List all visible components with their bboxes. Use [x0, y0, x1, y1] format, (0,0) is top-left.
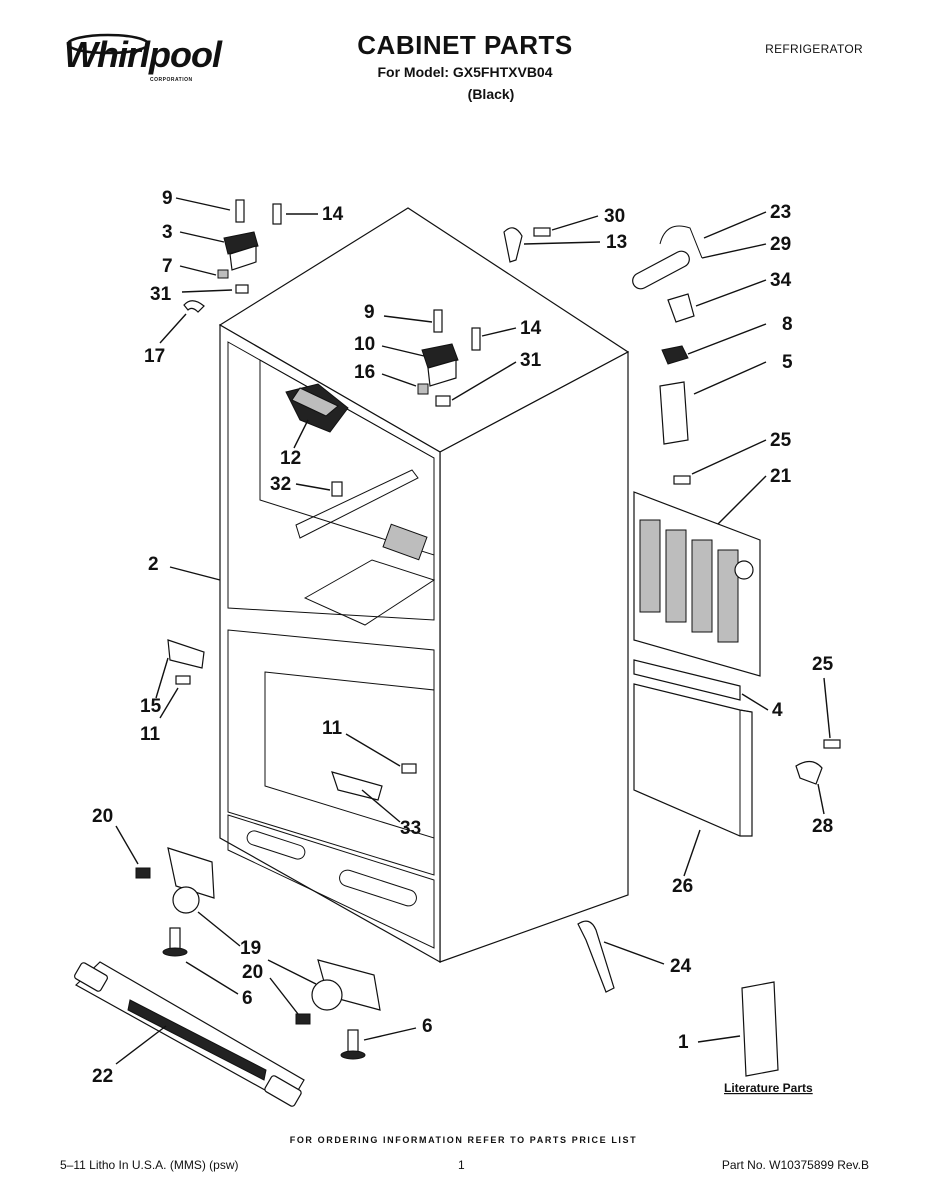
callout-24: 24: [670, 956, 692, 977]
callout-25-bottom: 25: [812, 654, 834, 675]
callout-20-left: 20: [92, 806, 113, 827]
brand-name: Whirlpool: [64, 34, 222, 75]
callout-14-left: 14: [322, 204, 344, 225]
callout-17: 17: [144, 346, 165, 367]
callout-9-top-left: 9: [162, 188, 173, 209]
page-title: CABINET PARTS: [357, 30, 573, 60]
callout-31-center: 31: [520, 350, 542, 371]
page-number: 1: [458, 1158, 465, 1172]
callout-21: 21: [770, 466, 792, 487]
logo-swoosh: [66, 33, 150, 55]
brand-sub: CORPORATION: [150, 77, 193, 83]
callout-3: 3: [162, 222, 173, 243]
callout-19: 19: [240, 938, 261, 959]
cabinet-body: [218, 207, 630, 964]
callout-32: 32: [270, 474, 291, 495]
callout-31-left: 31: [150, 284, 172, 305]
callout-labels: 9 3 7 31 17 14 9 10 16 14 31 12 32 2 15 …: [92, 188, 834, 1095]
callout-26: 26: [672, 876, 693, 897]
callout-4: 4: [772, 700, 783, 721]
callout-15: 15: [140, 696, 162, 717]
appliance-category: REFRIGERATOR: [765, 42, 863, 56]
callout-22: 22: [92, 1066, 113, 1087]
callout-1: 1: [678, 1032, 689, 1053]
right-side-parts: [503, 225, 841, 1077]
callout-34: 34: [770, 270, 792, 291]
callout-16: 16: [354, 362, 375, 383]
callout-20-right: 20: [242, 962, 263, 983]
callout-23: 23: [770, 202, 791, 223]
top-hinge-center: [417, 309, 481, 407]
literature-parts-label: Literature Parts: [724, 1081, 813, 1095]
callout-10: 10: [354, 334, 375, 355]
whirlpool-logo: [60, 30, 210, 86]
part-number: Part No. W10375899 Rev.B: [721, 1158, 869, 1172]
internal-components: [167, 383, 417, 801]
callout-6-left: 6: [242, 988, 253, 1009]
color-variant: (Black): [467, 86, 515, 102]
callout-29: 29: [770, 234, 791, 255]
callout-28: 28: [812, 816, 833, 837]
callout-11-center: 11: [322, 718, 343, 739]
leader-lines: [115, 197, 831, 1065]
callout-25-top: 25: [770, 430, 792, 451]
ordering-note: FOR ORDERING INFORMATION REFER TO PARTS …: [289, 1135, 638, 1145]
callout-8: 8: [782, 314, 793, 335]
callout-7: 7: [162, 256, 173, 277]
bottom-components: [74, 847, 381, 1107]
callout-14-center: 14: [520, 318, 542, 339]
callout-9-center: 9: [364, 302, 375, 323]
callout-33: 33: [400, 818, 421, 839]
litho-info: 5–11 Litho In U.S.A. (MMS) (psw): [60, 1158, 239, 1172]
callout-30: 30: [604, 206, 625, 227]
model-line: For Model: GX5FHTXVB04: [377, 64, 553, 80]
callout-13: 13: [606, 232, 627, 253]
callout-2: 2: [148, 554, 159, 575]
callout-12: 12: [280, 448, 301, 469]
callout-11-left: 11: [140, 724, 161, 745]
top-hinge-left: [183, 199, 282, 313]
callout-6-right: 6: [422, 1016, 433, 1037]
callout-5: 5: [782, 352, 793, 373]
